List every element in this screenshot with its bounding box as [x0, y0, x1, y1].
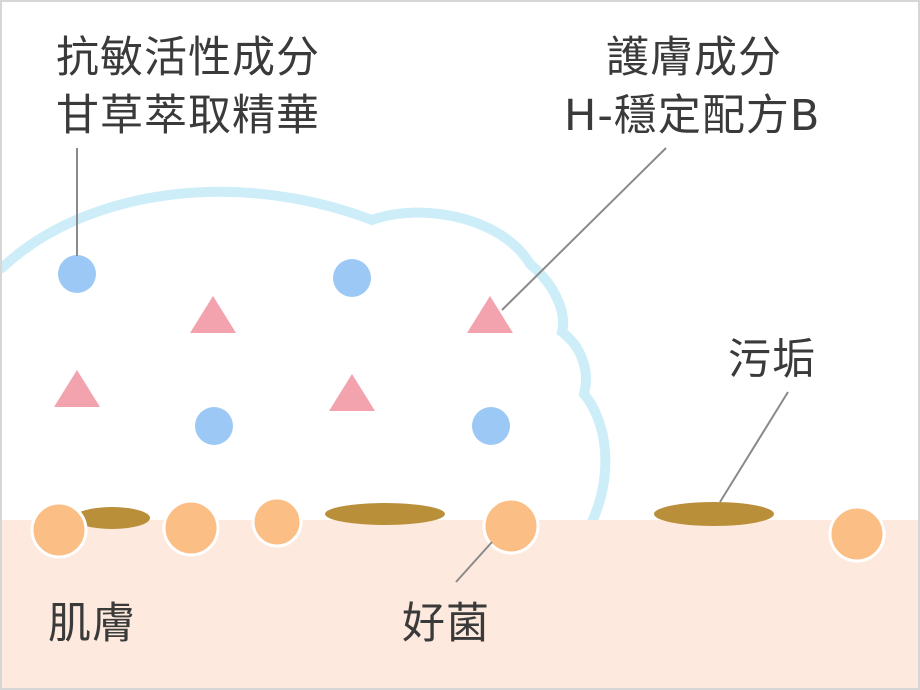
- blue-particle-icon: [58, 255, 96, 293]
- dirt-deposit: [74, 507, 150, 529]
- leader-line-protective: [501, 147, 667, 311]
- blue-particle-icon: [195, 407, 233, 445]
- dirt-deposit: [325, 503, 445, 525]
- label-dirt: 污垢: [728, 335, 816, 385]
- pink-particle-icon: [467, 296, 513, 333]
- label-skin: 肌膚: [48, 599, 136, 649]
- blue-particle-icon: [333, 259, 371, 297]
- good-bacteria-dot: [162, 499, 220, 557]
- pink-particle-icon: [329, 374, 375, 411]
- good-bacteria-dot: [828, 505, 886, 563]
- leader-line-good-bacteria: [455, 541, 493, 583]
- label-protective-line1: 護膚成分: [606, 33, 782, 83]
- skin-layer: [2, 520, 918, 688]
- label-anti-allergy-line2: 甘草萃取精華: [56, 91, 320, 141]
- label-anti-allergy-line1: 抗敏活性成分: [56, 33, 320, 83]
- good-bacteria-dot: [251, 496, 303, 548]
- pink-particle-icon: [54, 370, 100, 407]
- foam-bubble-outline: [2, 186, 611, 527]
- leader-line-dirt: [719, 391, 789, 503]
- good-bacteria-dot: [30, 501, 88, 559]
- pink-particle-icon: [190, 296, 236, 333]
- label-good-bacteria: 好菌: [402, 599, 490, 649]
- label-protective-line2: H-穩定配方B: [564, 91, 821, 141]
- dirt-deposit: [654, 502, 774, 526]
- good-bacteria-dot: [482, 497, 540, 555]
- blue-particle-icon: [472, 407, 510, 445]
